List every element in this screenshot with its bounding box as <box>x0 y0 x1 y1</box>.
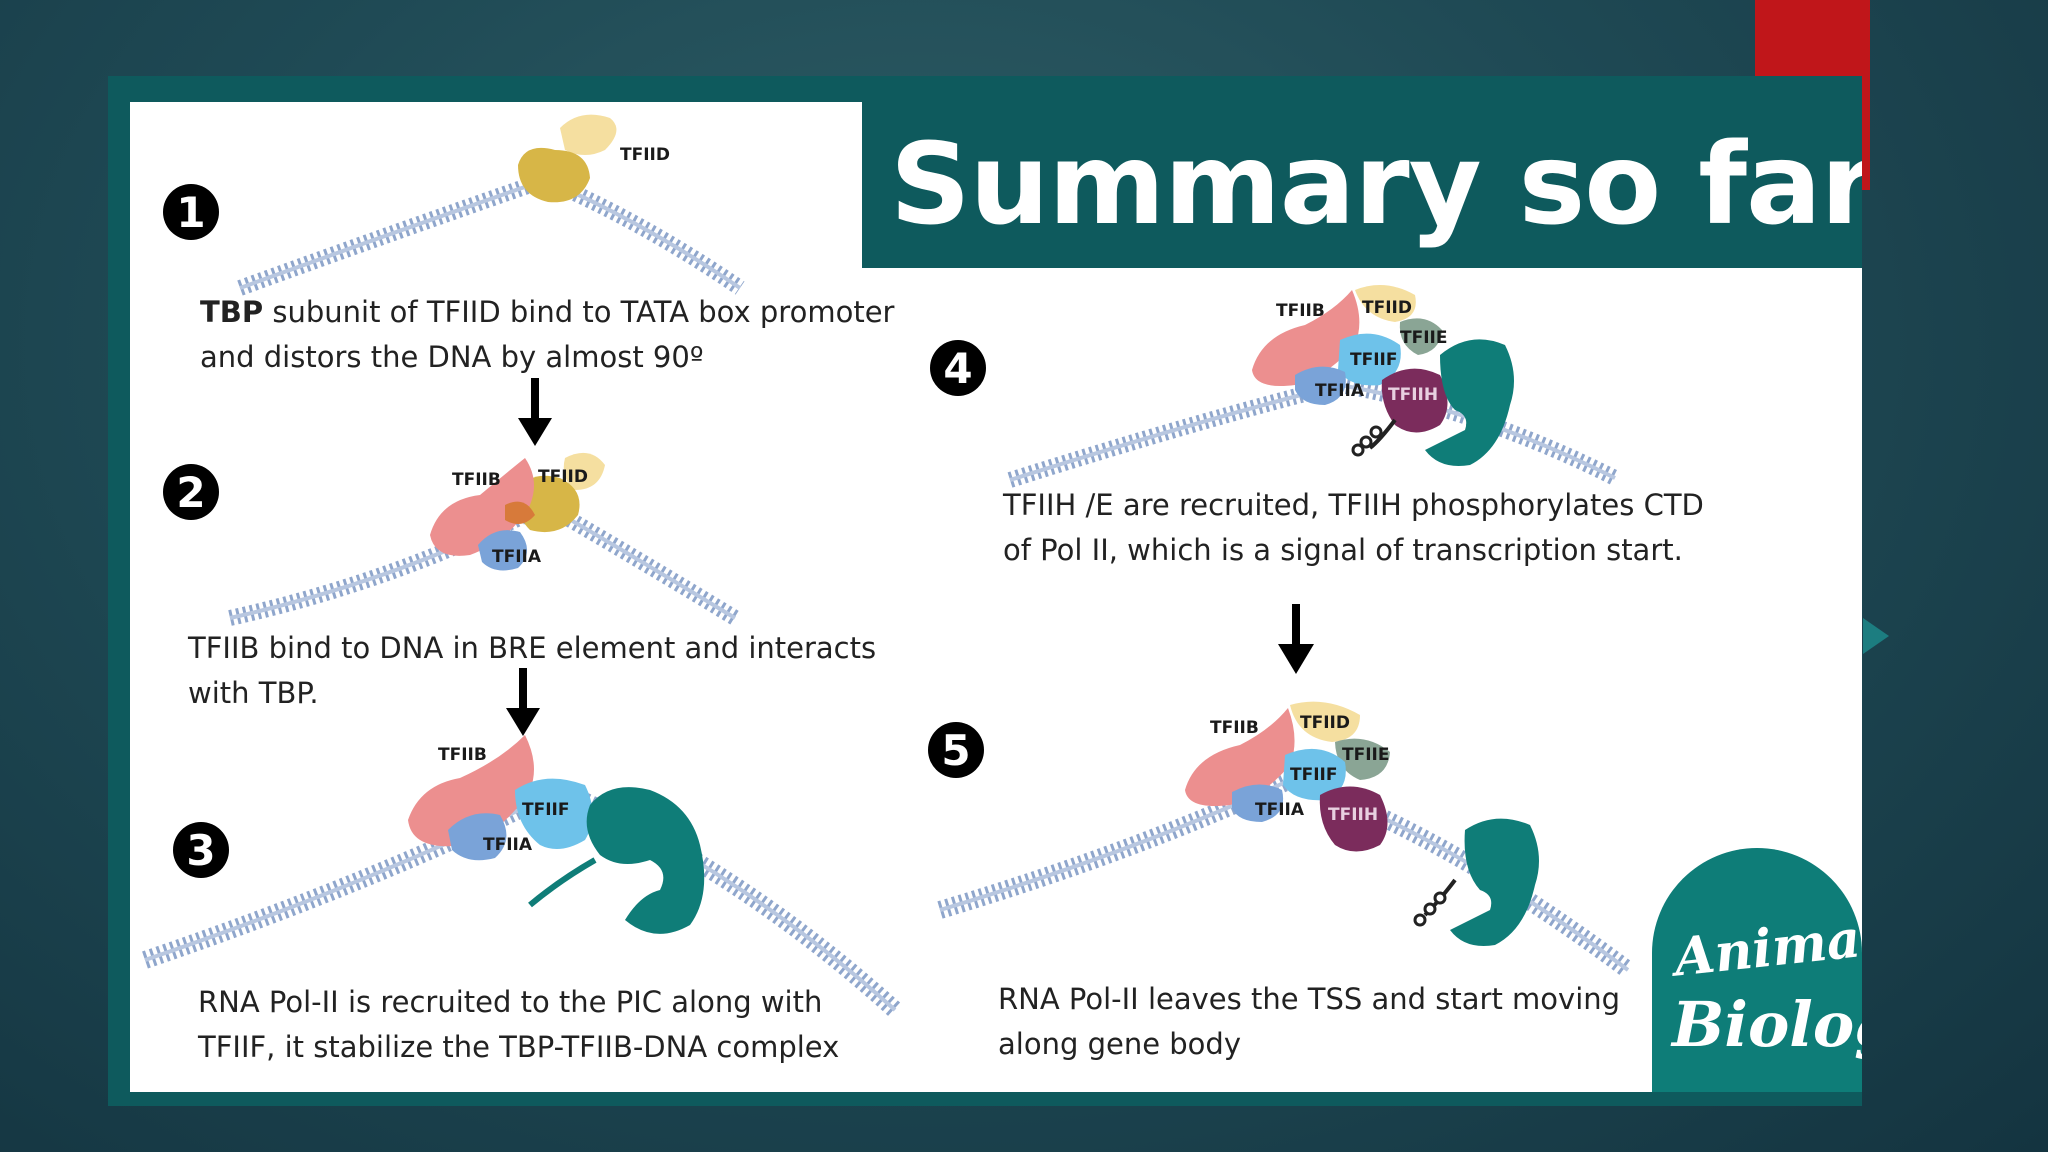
step1-caption-line1-text: subunit of TFIID bind to TATA box promot… <box>263 295 895 329</box>
step5-tfiia-shape <box>1232 784 1284 822</box>
step1-caption-bold: TBP <box>200 295 264 329</box>
step2-tfiia-label: TFIIA <box>492 547 542 567</box>
step4-caption: TFIIH /E are recruited, TFIIH phosphoryl… <box>1003 483 1704 573</box>
step4-tfiif-label: TFIIF <box>1350 350 1397 370</box>
step5-tfiih-shape <box>1319 786 1388 852</box>
slide-title: Summary so far.. <box>890 120 1862 250</box>
step4-caption-line2: of Pol II, which is a signal of transcri… <box>1003 533 1683 567</box>
step4-tfiie-label: TFIIE <box>1400 328 1447 348</box>
play-arrow-icon <box>1863 618 1889 654</box>
step3-tfiib-shape <box>408 735 534 847</box>
step1-illustration: TFIID <box>237 114 745 296</box>
title-bar: Summary so far.. <box>862 102 1862 268</box>
step2-caption: TFIIB bind to DNA in BRE element and int… <box>188 626 876 716</box>
step3-tfiia-label: TFIIA <box>483 835 533 855</box>
step1-tfiid-label: TFIID <box>620 145 670 165</box>
step2-tfiia-shape <box>478 530 528 571</box>
step4-tfiib-label: TFIIB <box>1276 301 1325 321</box>
step2-tfiid-label: TFIID <box>538 467 588 487</box>
step1-caption: TBP subunit of TFIID bind to TATA box pr… <box>200 290 894 380</box>
step5-tfiid-label: TFIID <box>1300 713 1350 733</box>
animal-biology-logo: Anima Biolog <box>1652 848 1862 1092</box>
step5-tfiib-shape <box>1185 708 1295 806</box>
step5-tfiid-shape <box>1290 701 1360 742</box>
step3-tfiia-shape <box>448 813 507 861</box>
step4-tfiie-shape <box>1399 318 1442 355</box>
step4-tfiia-shape <box>1295 366 1346 405</box>
step2-caption-line1: TFIIB bind to DNA in BRE element and int… <box>188 631 877 665</box>
logo-text-line2: Biolog <box>1672 988 1862 1061</box>
step4-number-badge: 4 <box>930 340 986 396</box>
step4-tfiib-shape <box>1252 290 1360 386</box>
step5-caption: RNA Pol-II leaves the TSS and start movi… <box>998 977 1620 1067</box>
step5-tfiie-label: TFIIE <box>1342 745 1389 765</box>
step5-tfiih-label: TFIIH <box>1328 805 1378 825</box>
step5-tfiia-label: TFIIA <box>1255 800 1305 820</box>
step3-tfiib-label: TFIIB <box>438 745 487 765</box>
step1-caption-line2: and distors the DNA by almost 90º <box>200 340 704 374</box>
step5-tfiif-label: TFIIF <box>1290 765 1337 785</box>
step5-number-badge: 5 <box>928 722 984 778</box>
step1-tbp-shape <box>518 147 590 203</box>
step3-caption: RNA Pol-II is recruited to the PIC along… <box>198 980 839 1070</box>
step3-tfiif-label: TFIIF <box>522 800 569 820</box>
step1-dna <box>237 171 745 296</box>
arrow-down-icon <box>1278 604 1314 674</box>
step3-number-badge: 3 <box>173 822 229 878</box>
step4-caption-line1: TFIIH /E are recruited, TFIIH phosphoryl… <box>1003 488 1704 522</box>
step5-illustration: TFIIB TFIID TFIIE TFIIF TFIIA TFIIH <box>937 701 1634 978</box>
step2-tfiid-shape <box>563 452 605 490</box>
step1-tfiid-shape <box>560 114 617 155</box>
step2-illustration: TFIIB TFIID TFIIA <box>228 452 740 626</box>
step3-caption-line2: TFIIF, it stabilize the TBP-TFIIB-DNA co… <box>198 1030 840 1064</box>
step4-tfiia-label: TFIIA <box>1315 381 1365 401</box>
step4-pol2-shape <box>1425 339 1514 466</box>
step5-caption-line1: RNA Pol-II leaves the TSS and start movi… <box>998 982 1621 1016</box>
logo-text-line1: Anima <box>1671 908 1862 989</box>
step5-tfiie-shape <box>1335 738 1390 780</box>
step4-tfiif-shape <box>1338 333 1401 386</box>
step2-number-badge: 2 <box>163 464 219 520</box>
arrow-down-icon <box>506 668 540 736</box>
step3-tfiif-shape <box>515 778 593 849</box>
step2-tfiib-label: TFIIB <box>452 470 501 490</box>
step5-tfiib-label: TFIIB <box>1210 718 1259 738</box>
step1-caption-line1: TBP subunit of TFIID bind to TATA box pr… <box>200 290 894 335</box>
step3-pol2-shape <box>586 787 705 934</box>
arrow-down-icon <box>518 378 552 446</box>
step3-caption-line1: RNA Pol-II is recruited to the PIC along… <box>198 985 823 1019</box>
step5-pol2-shape <box>1450 818 1539 946</box>
step4-tfiid-label: TFIID <box>1362 298 1412 318</box>
step1-number-badge: 1 <box>163 184 219 240</box>
step5-tfiif-shape <box>1283 748 1346 801</box>
step4-illustration: TFIIB TFIID TFIIE TFIIF TFIIA TFIIH <box>1007 285 1619 488</box>
step4-tfiid-shape <box>1355 285 1416 322</box>
step4-tfiih-label: TFIIH <box>1388 385 1438 405</box>
step3-dna <box>142 780 902 1017</box>
step4-tfiih-shape <box>1381 368 1448 433</box>
step5-caption-line2: along gene body <box>998 1027 1241 1061</box>
step3-illustration: TFIIB TFIIF TFIIA <box>142 735 902 1017</box>
step2-caption-line2: with TBP. <box>188 676 319 710</box>
